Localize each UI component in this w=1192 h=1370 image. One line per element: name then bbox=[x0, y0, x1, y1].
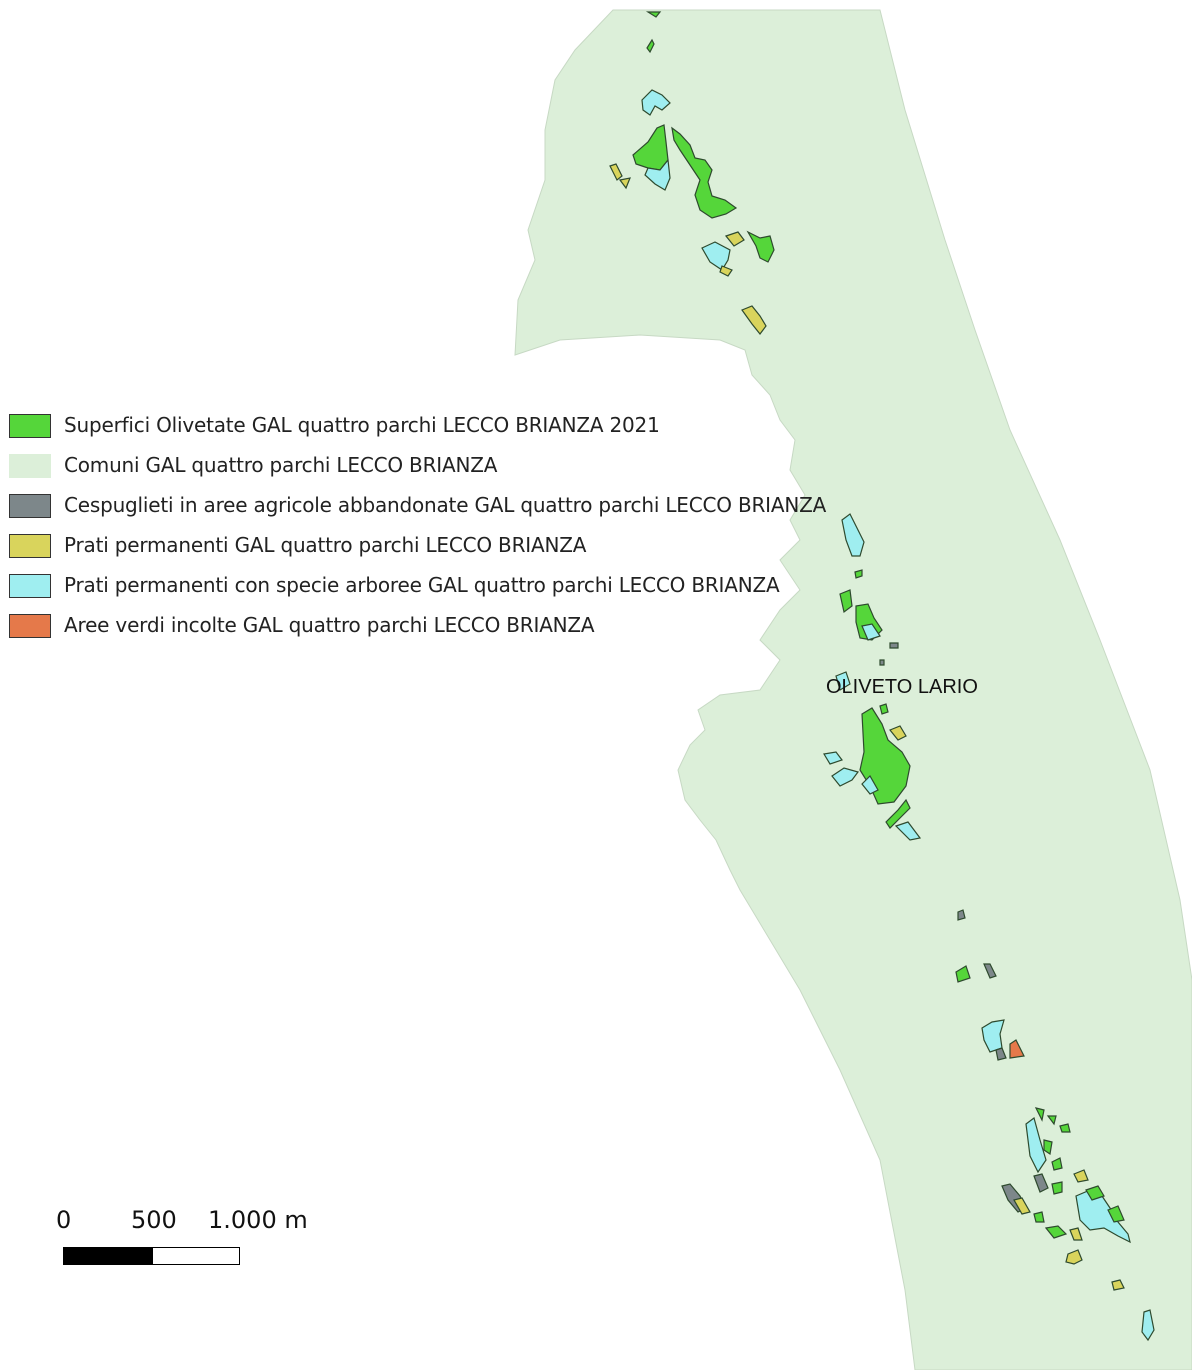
parcel-meadow bbox=[1111, 1279, 1125, 1291]
legend-swatch-meadow-trees bbox=[9, 574, 51, 598]
legend-label-olive: Superfici Olivetate GAL quattro parchi L… bbox=[64, 413, 660, 437]
parcel-meadow-trees bbox=[861, 623, 881, 641]
parcel-meadow-trees bbox=[1141, 1309, 1155, 1342]
parcel-olive bbox=[1059, 1123, 1071, 1133]
legend-label-meadow-trees: Prati permanenti con specie arboree GAL … bbox=[64, 573, 780, 597]
parcel-shrub bbox=[879, 659, 885, 666]
legend-label-meadow: Prati permanenti GAL quattro parchi LECC… bbox=[64, 533, 587, 557]
parcel-meadow-trees bbox=[894, 821, 922, 841]
parcel-meadow-trees bbox=[861, 775, 879, 795]
scale-tick-1000: 1.000 m bbox=[208, 1206, 308, 1234]
parcel-olive bbox=[1034, 1107, 1045, 1122]
parcel-olive bbox=[645, 11, 662, 18]
parcel-meadow-trees bbox=[641, 89, 671, 116]
parcel-olive bbox=[1046, 1115, 1057, 1126]
south-parcels bbox=[955, 909, 1155, 1342]
parcel-olive bbox=[646, 38, 655, 54]
parcel-olive bbox=[1033, 1211, 1045, 1223]
legend-label-shrub: Cespuglieti in aree agricole abbandonate… bbox=[64, 493, 827, 517]
place-label-oliveto-lario: OLIVETO LARIO bbox=[826, 676, 978, 698]
legend-swatch-olive bbox=[9, 414, 51, 438]
parcel-shrub bbox=[1033, 1173, 1049, 1193]
legend-swatch-uncultivated bbox=[9, 614, 51, 638]
legend-swatch-municipality bbox=[9, 454, 51, 478]
parcel-olive bbox=[879, 703, 889, 715]
parcel-meadow-trees bbox=[823, 751, 843, 765]
legend-swatch-meadow bbox=[9, 534, 51, 558]
parcel-meadow-trees bbox=[1025, 1116, 1047, 1174]
parcel-meadow bbox=[1013, 1197, 1031, 1215]
parcel-olive bbox=[1107, 1205, 1125, 1223]
parcel-meadow-trees bbox=[981, 1019, 1005, 1053]
parcel-olive bbox=[1051, 1181, 1063, 1195]
parcel-meadow-trees bbox=[841, 513, 865, 557]
parcel-meadow bbox=[1069, 1227, 1083, 1241]
parcel-olive bbox=[671, 126, 738, 219]
scale-tick-0: 0 bbox=[56, 1206, 72, 1234]
parcel-olive bbox=[839, 589, 853, 614]
north-parcels bbox=[609, 11, 775, 335]
scale-bar-white-segment bbox=[152, 1247, 240, 1265]
scale-bar: 0 500 1.000 m bbox=[0, 1200, 320, 1280]
parcel-shrub bbox=[995, 1047, 1007, 1061]
parcel-meadow bbox=[741, 305, 767, 335]
legend-label-municipality: Comuni GAL quattro parchi LECCO BRIANZA bbox=[64, 453, 498, 477]
scale-bar-black-segment bbox=[63, 1247, 153, 1265]
legend-label-uncultivated: Aree verdi incolte GAL quattro parchi LE… bbox=[64, 613, 595, 637]
parcel-meadow-trees bbox=[701, 241, 731, 271]
scale-tick-500: 500 bbox=[131, 1206, 177, 1234]
parcel-meadow bbox=[889, 725, 907, 741]
parcel-olive bbox=[1043, 1139, 1053, 1156]
parcel-meadow bbox=[719, 265, 733, 277]
parcel-meadow-trees bbox=[835, 671, 851, 691]
parcel-olive bbox=[955, 965, 971, 983]
parcel-uncultivated bbox=[1009, 1039, 1025, 1059]
middle-parcels bbox=[823, 513, 922, 841]
parcel-meadow-trees bbox=[831, 767, 860, 787]
parcel-olive bbox=[746, 230, 775, 263]
parcel-olive bbox=[1051, 1157, 1063, 1171]
parcel-meadow bbox=[618, 177, 631, 190]
parcel-shrub bbox=[983, 963, 997, 979]
parcel-meadow bbox=[1065, 1249, 1083, 1265]
municipality-area bbox=[514, 9, 1192, 1370]
parcel-meadow bbox=[724, 231, 745, 247]
parcel-olive bbox=[632, 124, 669, 171]
parcel-olive bbox=[885, 798, 911, 829]
parcel-shrub bbox=[957, 909, 966, 921]
parcel-olive bbox=[854, 569, 863, 579]
legend-swatch-shrub bbox=[9, 494, 51, 518]
parcel-meadow bbox=[1073, 1169, 1089, 1183]
parcel-meadow-trees bbox=[644, 158, 671, 191]
parcel-shrub bbox=[889, 642, 899, 649]
parcel-olive bbox=[1044, 1225, 1068, 1239]
parcel-meadow bbox=[609, 163, 623, 181]
parcel-olive bbox=[1085, 1185, 1105, 1201]
